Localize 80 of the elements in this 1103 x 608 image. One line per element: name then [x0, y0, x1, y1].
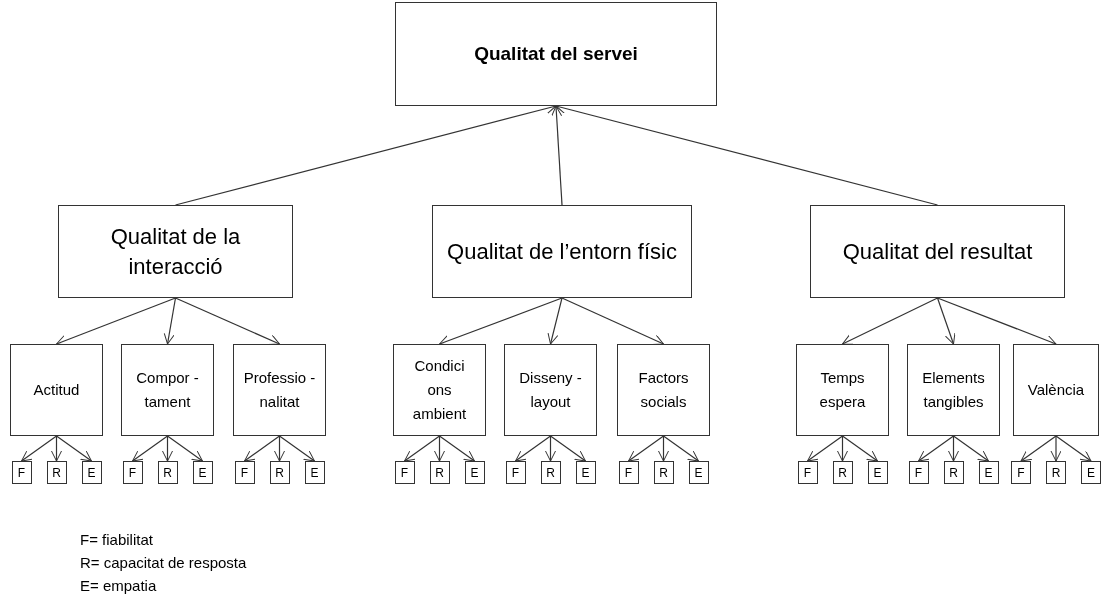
letter-box: F	[234, 461, 255, 484]
concept-box: Compor -tament	[121, 344, 214, 436]
arrow	[561, 297, 665, 345]
arrow	[274, 435, 285, 462]
letter-box: R	[429, 461, 450, 484]
arrow	[549, 435, 587, 462]
arrow	[174, 297, 281, 346]
arrow	[841, 297, 939, 345]
letter-box: F	[122, 461, 143, 484]
arrow	[545, 435, 556, 462]
arrow	[806, 435, 844, 462]
letter-box: F	[505, 461, 526, 484]
arrow	[438, 297, 563, 346]
letter-box: F	[797, 461, 818, 484]
concept-box: Professio -nalitat	[233, 344, 326, 436]
letter-box: E	[688, 461, 709, 484]
arrow	[55, 297, 177, 346]
arrow	[936, 297, 1057, 346]
letter-box: E	[81, 461, 102, 484]
letter-box: F	[394, 461, 415, 484]
letter-box: E	[575, 461, 596, 484]
arrow	[166, 435, 204, 462]
concept-box: Actitud	[10, 344, 103, 436]
concept-box: València	[1013, 344, 1099, 436]
concept-box: Disseny - layout	[504, 344, 597, 436]
arrow	[438, 435, 476, 462]
legend-note: E= empatia	[80, 576, 158, 596]
letter-box: R	[540, 461, 561, 484]
arrow	[952, 435, 990, 462]
arrow	[514, 435, 552, 462]
letter-box: R	[157, 461, 178, 484]
arrow	[627, 435, 665, 462]
letter-box: R	[46, 461, 67, 484]
concept-box: Factors socials	[617, 344, 710, 436]
letter-box: F	[908, 461, 929, 484]
arrow	[547, 297, 563, 345]
letter-box: R	[653, 461, 674, 484]
arrow	[51, 435, 62, 462]
letter-box: F	[11, 461, 32, 484]
letter-box: E	[1081, 461, 1101, 484]
letter-box: E	[464, 461, 485, 484]
letter-box: R	[1046, 461, 1066, 484]
letter-box: E	[978, 461, 999, 484]
legend-note: R= capacitat de resposta	[80, 553, 247, 573]
concept-box: Temps espera	[796, 344, 889, 436]
arrow	[162, 435, 173, 462]
arrow	[841, 435, 879, 462]
arrow	[278, 435, 316, 462]
arrow	[20, 435, 58, 462]
arrow	[403, 435, 441, 462]
arrow	[55, 435, 93, 462]
arrow	[131, 435, 169, 462]
letter-box: E	[304, 461, 325, 484]
arrow	[837, 435, 848, 462]
arrow	[1050, 435, 1062, 462]
letter-box: E	[867, 461, 888, 484]
concept-box: Condici ons ambient	[393, 344, 486, 436]
arrow	[1055, 435, 1092, 462]
arrow	[658, 435, 669, 462]
arrow	[917, 435, 955, 462]
arrow	[948, 435, 959, 462]
concept-box: Elements tangibles	[907, 344, 1000, 436]
concept-box: Qualitat del resultat	[810, 205, 1065, 298]
concept-box: Qualitat de la interacció	[58, 205, 293, 298]
legend-note: F= fiabilitat	[80, 530, 154, 550]
letter-box: R	[832, 461, 853, 484]
arrow	[1020, 435, 1057, 462]
concept-box: Qualitat del servei	[395, 2, 717, 106]
letter-box: R	[943, 461, 964, 484]
concept-box: Qualitat de l’entorn físic	[432, 205, 692, 298]
arrow	[434, 435, 445, 462]
letter-box: F	[618, 461, 639, 484]
letter-box: E	[192, 461, 213, 484]
letter-box: F	[1011, 461, 1031, 484]
letter-box: R	[269, 461, 290, 484]
arrow	[936, 297, 956, 345]
arrow	[551, 105, 563, 206]
arrow	[243, 435, 281, 462]
arrow	[163, 297, 177, 345]
arrow	[662, 435, 700, 462]
